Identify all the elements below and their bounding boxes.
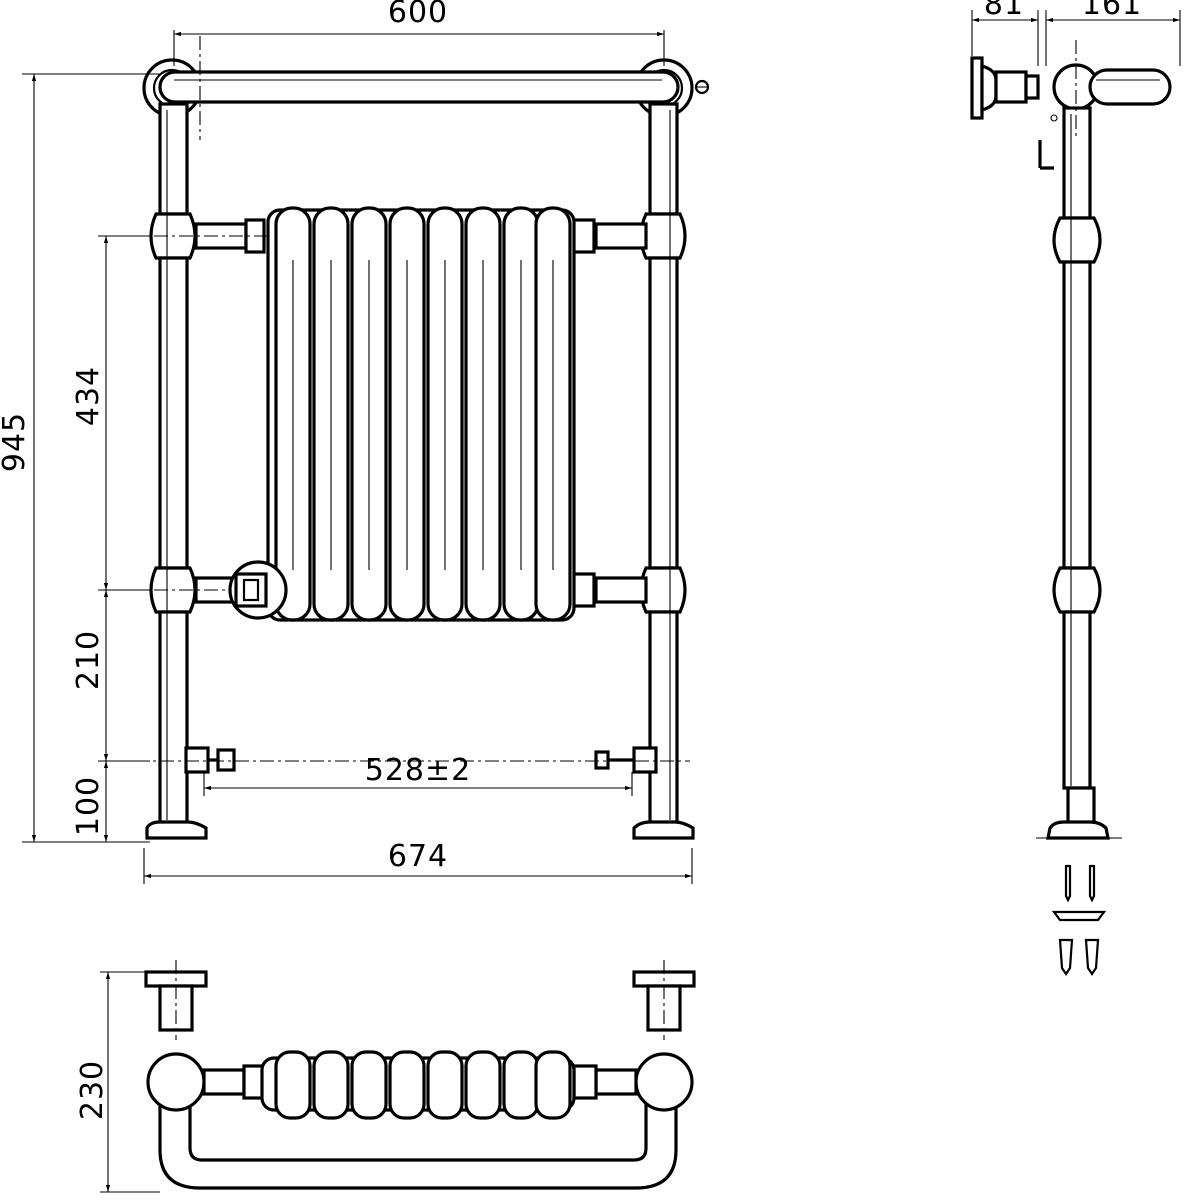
- top-radiator: [260, 1050, 576, 1120]
- top-rail: [142, 58, 710, 118]
- front-view: 600 945 434 210 100 528±2 674: [0, 0, 710, 884]
- allen-key: [1038, 140, 1054, 170]
- top-brackets: [144, 960, 696, 1040]
- dim-valve-spacing: 528±2: [365, 753, 471, 788]
- dim-width-top: 600: [388, 0, 448, 30]
- dim-overall-width: 674: [388, 839, 448, 874]
- dim-lower-height: 210: [71, 630, 106, 690]
- right-upright: [632, 102, 695, 840]
- dim-depth: 161: [1082, 0, 1142, 22]
- top-view: 230: [75, 960, 696, 1193]
- side-rail: [1052, 63, 1172, 111]
- side-upright: [1036, 106, 1122, 840]
- left-upright: [145, 102, 208, 840]
- radiator-connectors: [194, 218, 648, 608]
- fixings: [1051, 864, 1107, 976]
- dim-projection: 230: [75, 1060, 110, 1120]
- radiator-columns: [274, 206, 572, 622]
- dim-valve-height: 100: [71, 776, 106, 836]
- floor-valves: [184, 746, 658, 774]
- radiator-body: [228, 206, 576, 622]
- dim-radiator-height: 434: [71, 366, 106, 426]
- dim-wall-offset: 81: [984, 0, 1024, 22]
- dim-overall-height: 945: [0, 412, 32, 472]
- side-view: 81 161: [970, 0, 1181, 976]
- wall-bracket: [970, 56, 1040, 120]
